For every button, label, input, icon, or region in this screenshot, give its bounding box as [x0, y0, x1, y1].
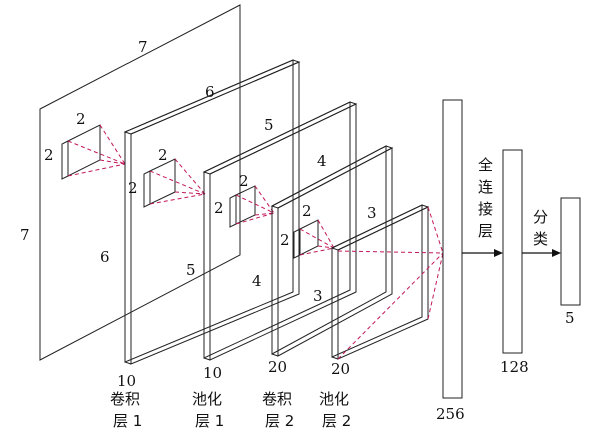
output-size-label: 5 [565, 309, 575, 327]
conv1-left-label: 6 [100, 248, 110, 266]
kernel-2 [143, 158, 176, 208]
kernel-3-top-label: 2 [239, 172, 249, 190]
conv-layer-2-block [270, 145, 394, 357]
conv2-top-label: 4 [317, 152, 327, 170]
pool2-caption-line1: 池化 [319, 390, 349, 408]
pool2-left-label: 3 [313, 287, 323, 305]
fc1-bar [442, 99, 463, 399]
conv1-caption-line1: 卷积 [110, 390, 140, 408]
kernel-2-projection [149, 158, 206, 205]
kernel-1-projection [67, 124, 126, 177]
cls-arrow [522, 249, 561, 257]
pool2-depth-label: 20 [331, 360, 350, 378]
flatten-projection [337, 206, 444, 360]
kernel-3-left-label: 2 [214, 199, 224, 217]
kernel-4-left-label: 2 [280, 231, 290, 249]
fc-label-char-1: 全 [478, 156, 493, 174]
kernel-1-top-label: 2 [76, 110, 86, 128]
conv1-top-label: 6 [205, 83, 215, 101]
conv2-depth-label: 20 [268, 358, 287, 376]
conv2-caption-line2: 层 2 [265, 412, 294, 430]
fc-label-char-3: 接 [478, 200, 493, 218]
kernel-3-projection [235, 185, 275, 225]
fc-label-char-2: 连 [478, 178, 493, 196]
kernel-2-top-label: 2 [158, 146, 168, 164]
pool-layer-1-block [202, 101, 358, 361]
fc1-size-label: 256 [436, 405, 465, 423]
kernel-4-projection [299, 219, 335, 256]
pool2-caption-line2: 层 2 [322, 412, 351, 430]
pool1-left-label: 5 [186, 261, 196, 279]
pool1-caption-line2: 层 1 [195, 412, 224, 430]
kernel-2-left-label: 2 [128, 179, 138, 197]
input-plane-face [39, 4, 241, 361]
pool1-caption-line1: 池化 [192, 390, 222, 408]
kernel-3 [229, 185, 256, 228]
fc2-size-label: 128 [500, 358, 529, 376]
pool1-depth-label: 10 [203, 364, 222, 382]
conv1-caption-line2: 层 1 [113, 412, 142, 430]
fc-arrow [462, 249, 503, 257]
conv2-left-label: 4 [252, 272, 262, 290]
input-left-label: 7 [20, 226, 30, 244]
conv1-depth-label: 10 [117, 372, 136, 390]
kernel-1-left-label: 2 [44, 146, 54, 164]
kernel-4-top-label: 2 [302, 202, 312, 220]
cls-label-char-2: 类 [533, 230, 548, 248]
input-top-label: 7 [138, 38, 148, 56]
pool2-top-label: 3 [367, 204, 377, 222]
fc-label-char-4: 层 [478, 222, 493, 240]
cls-label-char-1: 分 [533, 208, 548, 226]
pool1-top-label: 5 [264, 116, 274, 134]
conv2-caption-line1: 卷积 [262, 390, 292, 408]
fc2-bar [502, 149, 523, 354]
output-bar [560, 197, 581, 306]
input-plane [39, 4, 241, 361]
conv-layer-1-block [123, 59, 301, 365]
